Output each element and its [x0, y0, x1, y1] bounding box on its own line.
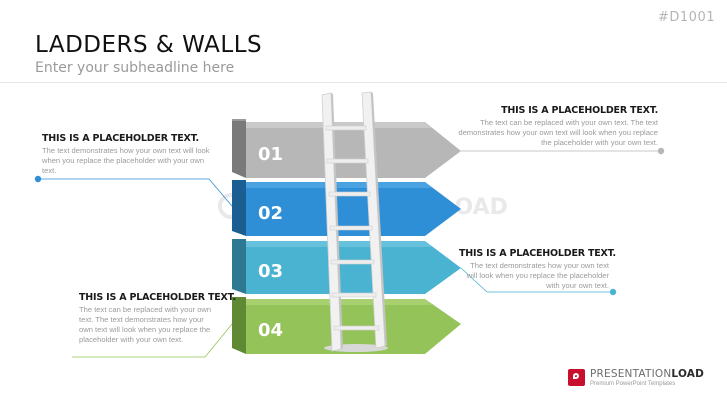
placeholder-heading: THIS IS A PLACEHOLDER TEXT. — [79, 292, 236, 303]
placeholder-body: The text demonstrates how your own text … — [42, 146, 210, 175]
placeholder-body: The text can be replaced with your own t… — [458, 118, 658, 147]
connector-02 — [461, 147, 665, 155]
connector-04 — [72, 323, 233, 358]
brand-mark-icon — [568, 369, 585, 386]
step-number-04: 04 — [258, 320, 283, 341]
placeholder-heading: THIS IS A PLACEHOLDER TEXT. — [459, 248, 616, 259]
ladder-illustration — [321, 91, 388, 352]
slide-subtitle[interactable]: Enter your subheadline here — [35, 60, 235, 76]
placeholder-body: The text demonstrates how your own text … — [466, 261, 609, 290]
step-side-02 — [232, 180, 246, 236]
slide-title[interactable]: LADDERS & WALLS — [35, 32, 263, 58]
step-number-03: 03 — [258, 261, 283, 282]
connector-03 — [460, 267, 617, 296]
placeholder-text-block-2[interactable]: THIS IS A PLACEHOLDER TEXT. The text can… — [458, 106, 658, 148]
header-divider — [0, 82, 727, 83]
brand-name: PRESENTATIONLOAD — [590, 368, 705, 380]
placeholder-body: The text can be replaced with your own t… — [79, 305, 212, 344]
step-face-01 — [246, 122, 461, 178]
brand-tagline: Premium PowerPoint Templates — [590, 381, 676, 387]
placeholder-text-block-1[interactable]: THIS IS A PLACEHOLDER TEXT. The text dem… — [42, 134, 212, 176]
step-number-02: 02 — [258, 203, 283, 224]
step-side-01 — [232, 119, 246, 178]
connector-01 — [34, 175, 233, 207]
step-face-03 — [246, 241, 461, 294]
step-side-03 — [232, 239, 246, 294]
placeholder-heading: THIS IS A PLACEHOLDER TEXT. — [42, 133, 199, 144]
step-face-02 — [246, 182, 461, 236]
placeholder-text-block-4[interactable]: THIS IS A PLACEHOLDER TEXT. The text can… — [79, 292, 236, 345]
step-arrow-03[interactable]: 03 — [232, 239, 461, 294]
brand-logo: PRESENTATIONLOAD Premium PowerPoint Temp… — [568, 368, 704, 387]
step-arrow-02[interactable]: 02 — [232, 180, 461, 236]
slide-id: #D1001 — [658, 10, 715, 25]
placeholder-text-block-3[interactable]: THIS IS A PLACEHOLDER TEXT. The text dem… — [459, 248, 616, 291]
step-arrow-01[interactable]: 01 — [232, 119, 461, 178]
placeholder-heading: THIS IS A PLACEHOLDER TEXT. — [501, 105, 658, 116]
step-side-04 — [232, 297, 246, 354]
step-number-01: 01 — [258, 144, 283, 165]
